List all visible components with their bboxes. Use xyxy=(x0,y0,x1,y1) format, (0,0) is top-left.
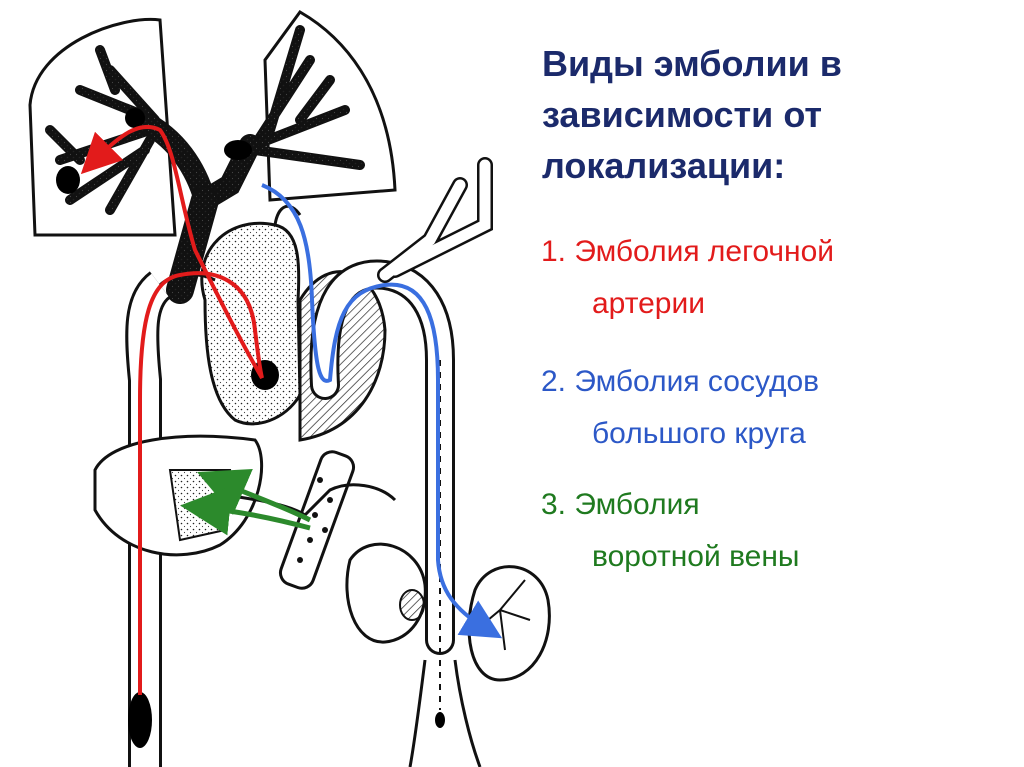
title-line-2: зависимости от xyxy=(542,94,823,135)
embolism-type-1-line-2: артерии xyxy=(592,287,705,320)
embolism-type-2-line-1: 2. Эмболия сосудов xyxy=(541,365,820,398)
emboli xyxy=(56,108,445,748)
embolism-type-3-line-1: 3. Эмболия xyxy=(541,488,700,521)
aorta xyxy=(309,157,493,767)
left-kidney xyxy=(345,542,427,644)
blue-arrow xyxy=(261,183,503,639)
right-lung xyxy=(250,10,397,202)
right-kidney xyxy=(467,565,551,682)
green-arrow-2 xyxy=(180,485,311,536)
embolism-type-1-line-1: 1. Эмболия легочной xyxy=(541,235,835,268)
embolism-diagram xyxy=(28,10,551,767)
embolism-type-3-line-2: воротной вены xyxy=(592,540,800,573)
embolism-type-1: 1. Эмболия легочной артерии xyxy=(541,226,834,330)
red-arrow xyxy=(80,124,264,695)
slide-title: Виды эмболии в зависимости от локализаци… xyxy=(542,38,1002,191)
embolism-type-2: 2. Эмболия сосудов большого круга xyxy=(541,356,819,460)
heart xyxy=(200,204,387,442)
embolism-type-3: 3. Эмболия воротной вены xyxy=(541,479,800,583)
title-line-1: Виды эмболии в xyxy=(542,43,842,84)
title-line-3: локализации: xyxy=(542,145,786,186)
embolism-type-2-line-2: большого круга xyxy=(592,417,806,450)
